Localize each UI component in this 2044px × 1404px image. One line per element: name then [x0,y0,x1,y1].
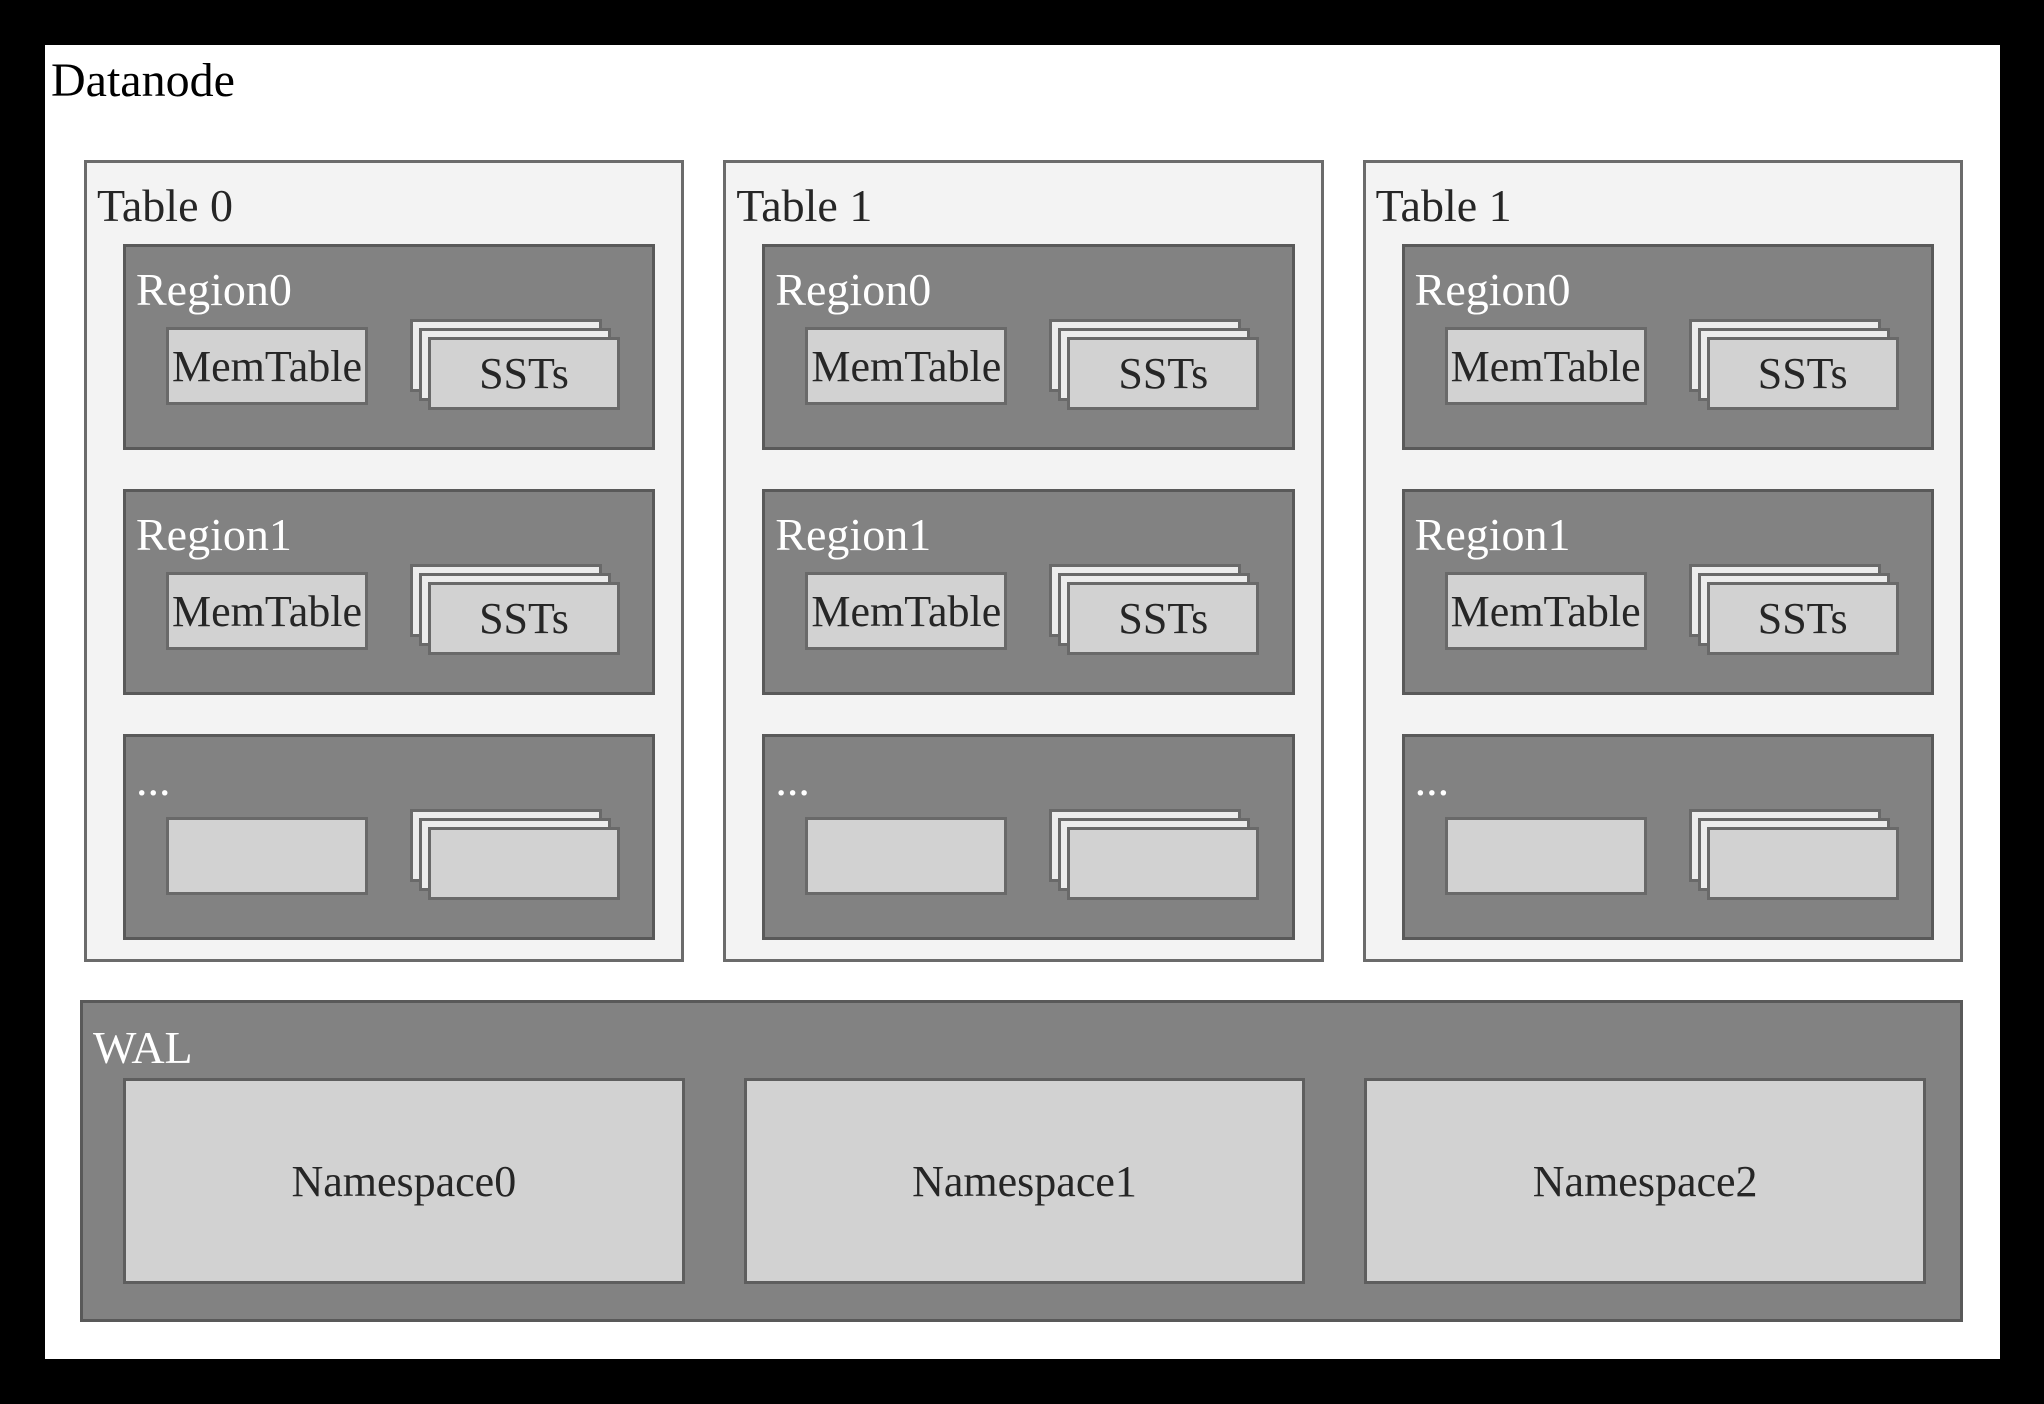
memtable-box-empty [805,817,1008,895]
table-1-region-0: Region0 MemTable SSTs [762,244,1295,450]
sst-card-front: SSTs [1706,582,1899,655]
table-2-region-0: Region0 MemTable SSTs [1401,244,1934,450]
table-2-label: Table 1 [1375,180,1512,231]
table-1-region-1: Region1 MemTable SSTs [762,489,1295,695]
table-2-region-more: ... [1401,734,1934,940]
table-box-1: Table 1 Region0 MemTable SSTs Region1 Me… [723,160,1324,962]
memtable-box: MemTable [166,572,368,650]
table-0-region-1: Region1 MemTable SSTs [123,489,656,695]
memtable-box: MemTable [166,327,368,405]
sst-card-front: SSTs [1706,337,1899,410]
region-label: Region1 [136,509,292,560]
ssts-stack: SSTs [1049,564,1260,655]
namespace-0-box: Namespace0 [123,1078,685,1284]
namespace-1-box: Namespace1 [743,1078,1306,1284]
memtable-box-empty [1444,817,1647,895]
table-1-label: Table 1 [736,180,873,231]
region-label: Region1 [775,509,932,560]
namespaces-row: Namespace0 Namespace1 Namespace2 [123,1078,1927,1284]
region-label: Region0 [775,264,932,315]
sst-card-front [1067,827,1260,900]
table-1-region-more: ... [762,734,1295,940]
memtable-box: MemTable [805,572,1008,650]
datanode-container: Datanode Table 0 Region0 MemTable SSTs R… [45,45,2000,1359]
region-label: Region0 [1414,264,1571,315]
sst-card-front: SSTs [428,337,620,410]
namespace-2-box: Namespace2 [1364,1078,1927,1284]
ssts-stack: SSTs [1688,564,1899,655]
sst-card-front [428,827,620,900]
ssts-stack-empty [1049,809,1260,900]
ssts-stack-empty [410,809,620,900]
sst-card-front: SSTs [428,582,620,655]
wal-label: WAL [93,1022,193,1073]
tables-row: Table 0 Region0 MemTable SSTs Region1 Me… [84,160,1963,962]
datanode-label: Datanode [51,54,235,107]
region-label: Region1 [1414,509,1571,560]
region-label: ... [1414,754,1450,805]
region-label: Region0 [136,264,292,315]
sst-card-front: SSTs [1067,582,1260,655]
ssts-stack: SSTs [1688,319,1899,410]
memtable-box: MemTable [1444,572,1647,650]
table-box-0: Table 0 Region0 MemTable SSTs Region1 Me… [84,160,685,962]
table-0-label: Table 0 [97,180,234,231]
ssts-stack: SSTs [410,564,620,655]
ssts-stack-empty [1688,809,1899,900]
memtable-box: MemTable [805,327,1008,405]
memtable-box-empty [166,817,368,895]
table-0-region-more: ... [123,734,656,940]
memtable-box: MemTable [1444,327,1647,405]
region-label: ... [136,754,171,805]
wal-box: WAL Namespace0 Namespace1 Namespace2 [80,1000,1963,1322]
table-2-region-1: Region1 MemTable SSTs [1401,489,1934,695]
region-label: ... [775,754,810,805]
ssts-stack: SSTs [410,319,620,410]
table-0-region-0: Region0 MemTable SSTs [123,244,656,450]
ssts-stack: SSTs [1049,319,1260,410]
sst-card-front: SSTs [1067,337,1260,410]
table-box-2: Table 1 Region0 MemTable SSTs Region1 Me… [1362,160,1963,962]
sst-card-front [1706,827,1899,900]
